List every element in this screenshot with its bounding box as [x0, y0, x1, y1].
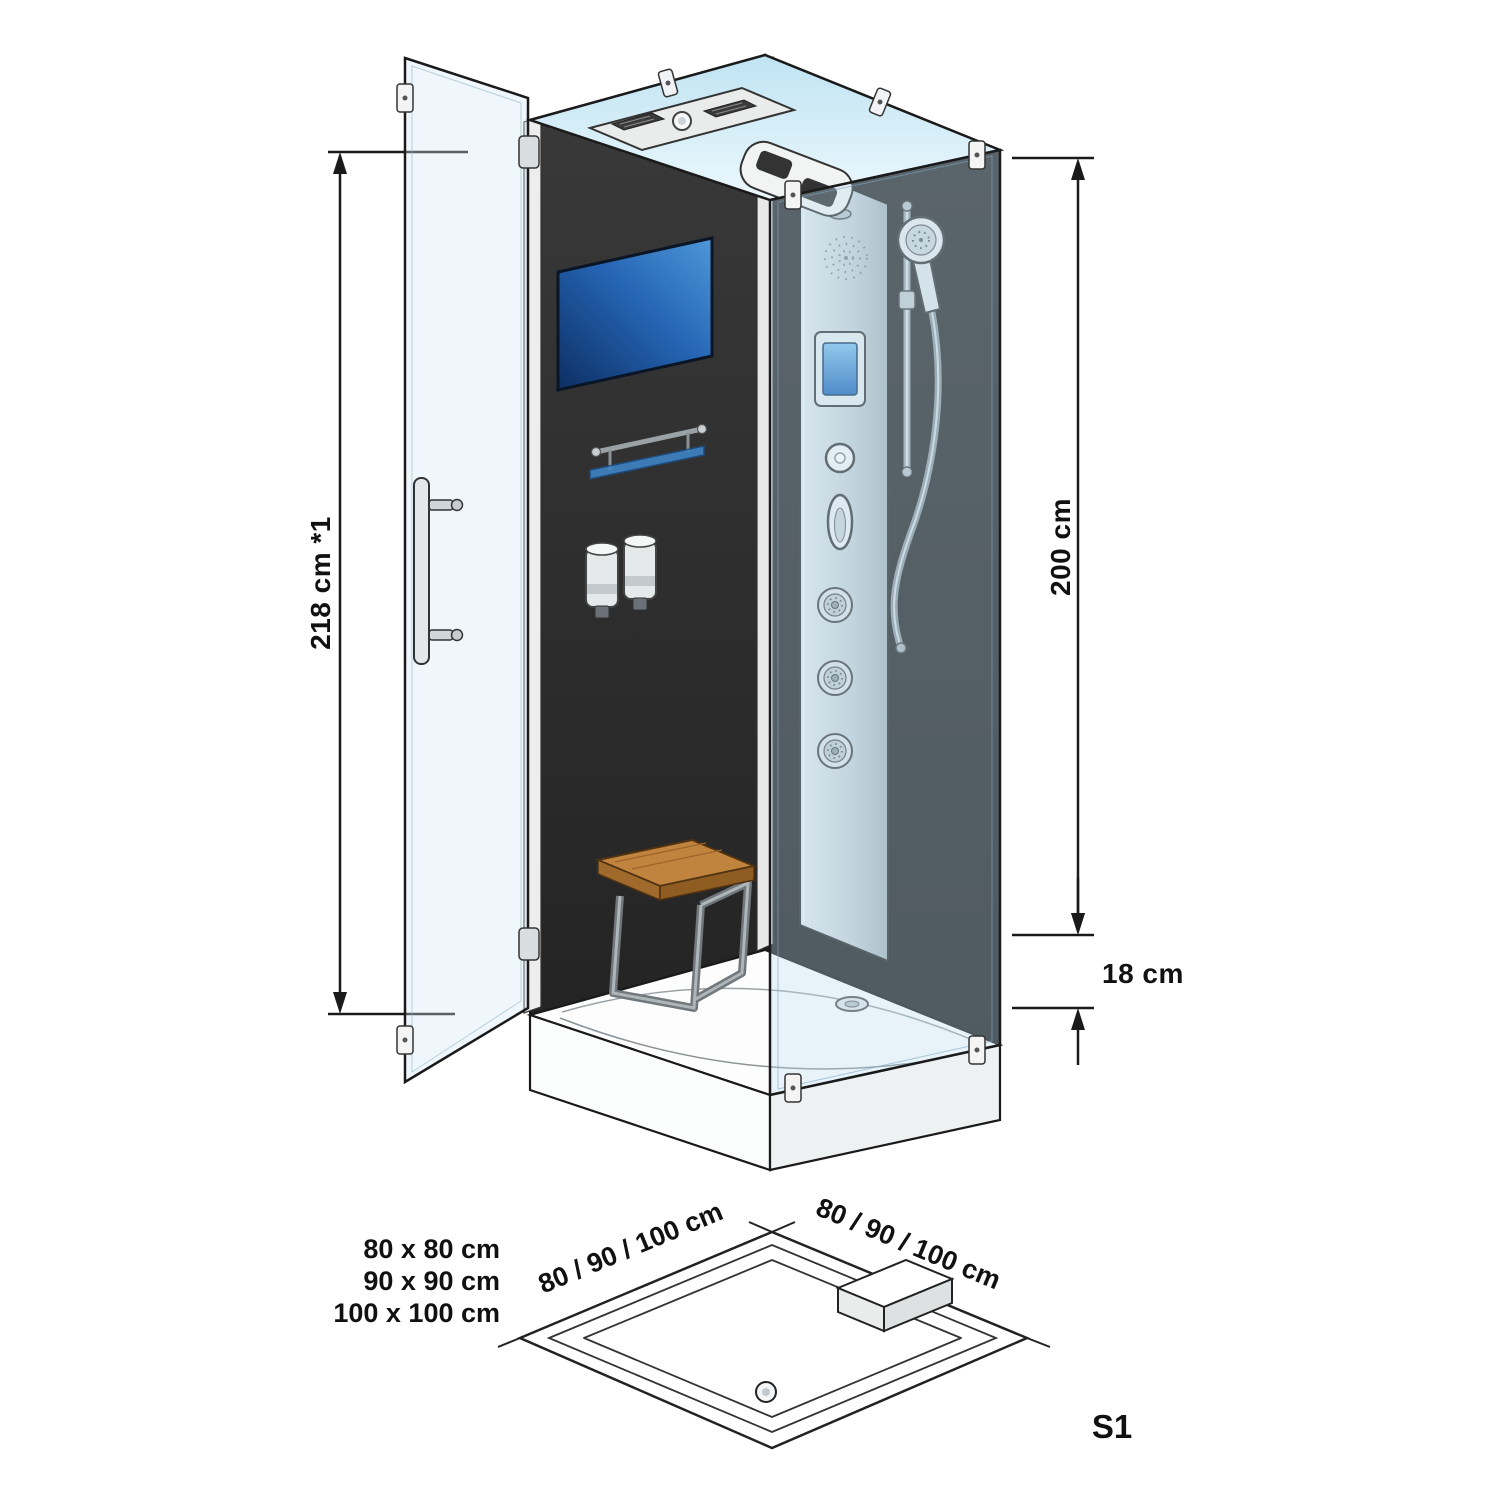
towel-rail	[593, 426, 705, 455]
glass-clip-icon	[396, 83, 414, 113]
shower-holder	[898, 290, 916, 310]
hose-highlight	[893, 311, 940, 649]
shower-head-nozzles	[912, 231, 930, 249]
handle-post	[428, 629, 454, 641]
shower-column	[799, 166, 889, 963]
thermostat-knob	[824, 442, 856, 474]
glass-clamp-icon	[657, 68, 679, 98]
door-hinge-icon	[518, 927, 540, 961]
drain-center	[844, 1000, 860, 1008]
glass-shelf	[589, 423, 708, 480]
dimension-door-height: 218 cm *1	[305, 150, 468, 1016]
massage-jet	[817, 660, 853, 696]
grille-slots	[619, 115, 655, 128]
dim-overshoot-tick	[771, 1221, 796, 1233]
arrow-down-icon	[333, 992, 347, 1014]
handle-screw-icon	[450, 498, 464, 512]
dispenser-pump	[594, 605, 610, 619]
glass-inner-edge	[777, 155, 993, 1090]
soap-dispenser-right	[623, 534, 657, 611]
dim-overshoot-tick	[497, 1337, 521, 1348]
tv-screen	[556, 236, 714, 392]
massage-jet	[817, 733, 853, 769]
dispenser-body	[585, 548, 619, 608]
display-screen	[822, 342, 858, 396]
door-glass	[405, 58, 528, 1082]
shower-cabin-illustration	[396, 53, 1005, 1172]
dispenser-cap	[623, 534, 657, 548]
stool-seat-edge	[659, 865, 755, 901]
tray-size-option: 90 x 90 cm	[363, 1266, 500, 1296]
drain-center	[762, 1388, 770, 1396]
glass-clip-icon	[396, 1025, 414, 1055]
tray-basin	[583, 1259, 962, 1418]
dimension-tray-height: 18 cm	[1012, 878, 1184, 1065]
rail-cap-icon	[901, 200, 913, 212]
arrow-up-icon	[1071, 1008, 1085, 1030]
door-height-label: 218 cm *1	[305, 516, 336, 650]
tray-seat-step	[835, 1258, 955, 1333]
tray-size-options: 80 x 80 cm 90 x 90 cm 100 x 100 cm	[333, 1234, 500, 1328]
rail-knob-icon	[590, 446, 602, 458]
steam-grille-icon	[799, 178, 838, 207]
dim-overshoot-tick	[1026, 1337, 1051, 1348]
tray-size-option: 80 x 80 cm	[363, 1234, 500, 1264]
rail-cap-icon	[901, 466, 913, 478]
glass-clip-icon	[968, 140, 986, 170]
ceiling-light-center	[678, 117, 686, 125]
ventilation-grille-icon	[702, 99, 758, 118]
cabin-height-label: 200 cm	[1045, 498, 1076, 596]
arrow-up-icon	[1071, 158, 1085, 180]
glass-pane	[770, 150, 1000, 1095]
handle-post	[428, 499, 454, 511]
glass-clamp-icon	[868, 87, 892, 117]
arrow-down-icon	[1071, 913, 1085, 935]
steam-nozzle-spray	[823, 235, 869, 281]
shelf-glass	[589, 445, 705, 480]
tray-height-label: 18 cm	[1102, 958, 1184, 989]
glass-clip-icon	[968, 1035, 986, 1065]
shower-head-center	[919, 238, 923, 242]
rail-knob-icon	[696, 423, 708, 435]
glass-door	[396, 56, 540, 1085]
wood-grain	[614, 842, 723, 870]
door-hinge-icon	[518, 135, 540, 169]
door-inner-edge	[411, 65, 522, 1073]
arrow-up-icon	[333, 152, 347, 174]
tray-rim	[546, 1244, 999, 1433]
grille-slots	[711, 102, 747, 115]
dispenser-band	[625, 576, 655, 586]
door-outline	[403, 56, 530, 1085]
control-display	[814, 331, 866, 407]
model-label: S1	[1092, 1408, 1132, 1445]
stool-frame-highlight	[693, 880, 750, 1002]
mixer-lever	[826, 493, 854, 551]
hose-connector	[895, 642, 907, 654]
soap-dispenser-left	[585, 542, 619, 619]
dimension-cabin-height: 200 cm	[1012, 156, 1094, 937]
front-glass-panel	[768, 140, 1002, 1103]
glass-outline	[768, 148, 1002, 1097]
door-handle	[413, 477, 464, 665]
massage-jet	[817, 587, 853, 623]
step-right-face	[883, 1277, 953, 1333]
dispenser-cap	[585, 542, 619, 556]
tray-top-view: 80 / 90 / 100 cm 80 / 90 / 100 cm 80 x 8…	[333, 1192, 1051, 1450]
glass-clip-icon	[784, 1073, 802, 1103]
dispenser-band	[587, 584, 617, 594]
handle-bar	[413, 477, 430, 665]
stool-frame-highlight	[611, 895, 703, 1010]
tray-size-option: 100 x 100 cm	[333, 1298, 500, 1328]
steam-grille-icon	[756, 150, 793, 179]
dim-overshoot-tick	[748, 1221, 773, 1233]
hand-shower	[890, 200, 946, 654]
glass-clip-icon	[784, 180, 802, 210]
ventilation-grille-icon	[610, 112, 666, 131]
stool	[594, 838, 758, 1012]
handle-screw-icon	[450, 628, 464, 642]
dispenser-body	[623, 540, 657, 600]
dispenser-pump	[632, 597, 648, 611]
